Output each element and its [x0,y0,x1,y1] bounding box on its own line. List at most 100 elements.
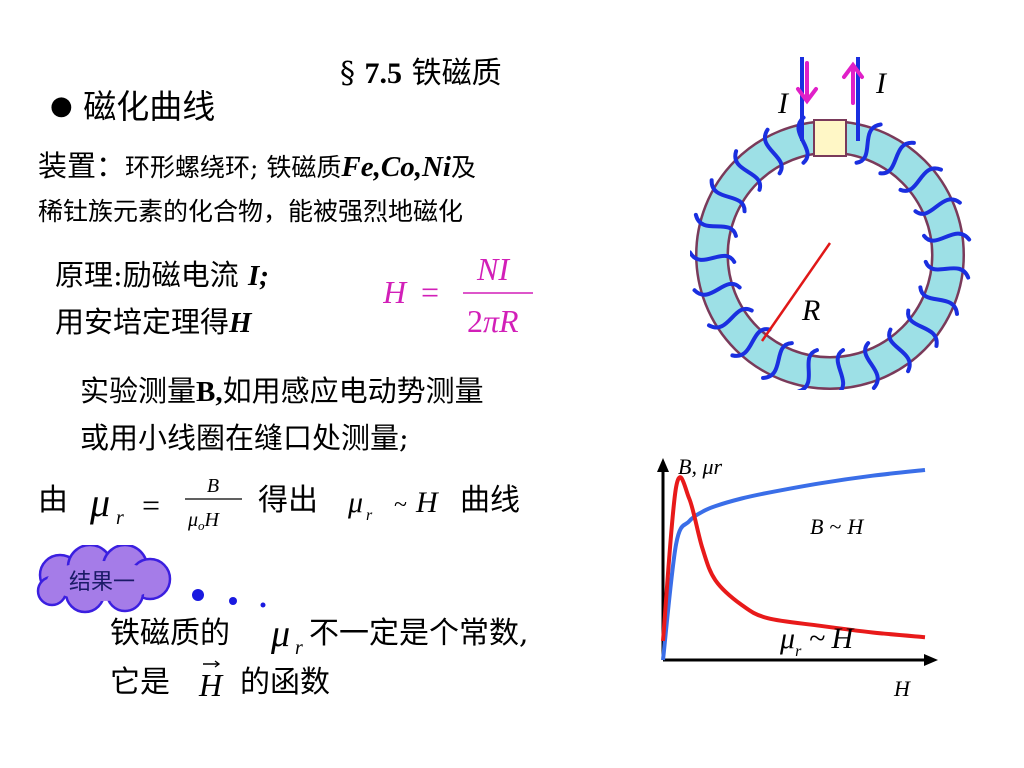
current-label-right: I [875,67,888,100]
coil-turn [730,327,772,358]
legend-bh-a: B [810,514,823,539]
h-formula-lhs: H [383,274,408,310]
derive-mu: μ [89,480,110,525]
result-label: 结果一 [69,570,135,595]
coil-turn [693,212,738,238]
coil-turn [922,231,972,243]
svg-text:B, μr: B, μr [678,454,722,479]
cloud-dot-small [260,602,266,608]
coil-turn [854,122,883,165]
coil-turn [763,127,784,176]
device-line1-a: 环形螺绕环; 铁磁质 [125,153,342,182]
derive-frac-den-sub: o [198,518,205,533]
measure-B: B, [196,376,223,408]
svg-text:B~H: B~H [810,514,864,539]
cloud-dot-large [192,589,204,601]
svg-text:2πR: 2πR [467,303,519,339]
x-axis-label: H [893,676,911,701]
bh-chart: B, μr H B~H μr~H [657,454,938,701]
h-formula-den-2: 2 [467,303,483,339]
device-line2: 稀钍族元素的化合物，能被强烈地磁化 [38,197,464,226]
bullet-heading: ● 磁化曲线 [50,80,215,128]
h-formula: H = NI 2πR [383,251,533,339]
coil-turn [923,259,971,280]
y-axis-label: B, μr [678,454,722,479]
conclusion-line1-b: 不一定是个常数, [309,616,529,651]
svg-text:μr~H: μr ~H [779,622,856,660]
derive-H: H [415,486,440,519]
derive-mu2-sub: r [366,507,373,524]
coil-turn [733,149,763,192]
series-line-mu-h [661,475,926,642]
h-formula-numerator: NI [476,251,510,287]
derive-frac-den-H: H [204,509,221,531]
coil-turn [898,166,943,193]
x-axis-arrow-icon [924,654,938,666]
derive-mu-sub: r [116,507,124,529]
conclusion-line2-b: 的函数 [240,665,330,700]
section-name: 铁磁质 [411,56,502,91]
bullet-dot-icon: ● [50,91,73,121]
derive-tilde: ~ [394,492,407,518]
coil-turn [918,285,959,316]
h-formula-den-pi: π [483,303,500,339]
principle-H-var: H [229,307,252,339]
coil-turn [863,341,880,390]
page-title: § 7.5 铁磁质 [340,48,502,92]
coil-turn [906,308,939,348]
h-formula-equals: = [421,274,439,310]
legend-mu-tilde: ~ [809,622,825,655]
legend-bh-b: H [846,514,864,539]
coil-turn [692,281,742,297]
principle-line2: 用安培定理得 [55,305,230,339]
conclusion-mu: μ [270,613,290,655]
measurement-text: 实验测量B,如用感应电动势测量 或用小线圈在缝口处测量; [80,368,484,461]
svg-text:μoH: μoH [187,509,221,533]
radius-line [760,242,832,342]
series-line-b-h [661,468,926,661]
toroid-diagram: I I R [690,57,972,390]
derive-equals: = [142,487,160,523]
coil-turn [913,197,962,216]
legend-mu-sub: r [795,643,802,660]
legend-mu-b: H [831,622,856,655]
coil-turn [878,140,916,176]
conclusion: 铁磁质的 μ r 不一定是个常数, 它是 H 的函数 [110,613,529,703]
measure-line1-b: 如用感应电动势测量 [222,374,484,408]
coil-turn [690,250,737,264]
conclusion-line1-a: 铁磁质的 [110,616,230,651]
derive-prefix: 由 [38,483,68,518]
measure-line2: 或用小线圈在缝口处测量; [80,421,409,455]
h-formula-den-R: R [498,303,519,339]
derive-suffix: 曲线 [460,483,520,518]
coil-turn [887,327,912,374]
coil-turn [761,341,794,380]
legend-mu-a: μ [779,622,795,655]
legend-bh-tilde: ~ [829,514,841,539]
coil-turn [835,348,846,390]
device-label: 装置： [38,149,126,183]
coil-turn [797,348,819,390]
section-number: 7.5 [364,57,403,90]
conclusion-line2-a: 它是 [110,665,170,700]
coil-turn [709,178,747,214]
radius-label: R [801,294,820,327]
conclusion-mu-sub: r [295,637,303,659]
device-description: 装置：环形螺绕环; 铁磁质Fe,Co,Ni及 稀钍族元素的化合物，能被强烈地磁化 [38,144,638,234]
principle-text: 原理:励磁电流 I; 用安培定理得H [55,252,269,346]
principle-line1: 原理:励磁电流 [55,258,248,292]
derive-mu2: μ [347,486,363,519]
measure-line1-a: 实验测量 [80,374,197,408]
device-line1-b: 及 [450,153,476,182]
mu-derivation: 由 μ r = B μoH 得出 μ r ~ H 曲线 [38,475,520,533]
result-cloud: 结果一 [36,545,172,614]
derive-frac-den-mu: μ [187,509,198,531]
toroid-gap [813,119,847,157]
coil-windings [690,115,972,390]
current-label-left: I [777,87,790,120]
cloud-dot-medium [229,597,237,605]
bullet-heading-text: 磁化曲线 [83,87,216,126]
device-elements: Fe,Co,Ni [341,151,451,183]
coil-turn [706,306,754,330]
conclusion-H: H [198,667,224,703]
